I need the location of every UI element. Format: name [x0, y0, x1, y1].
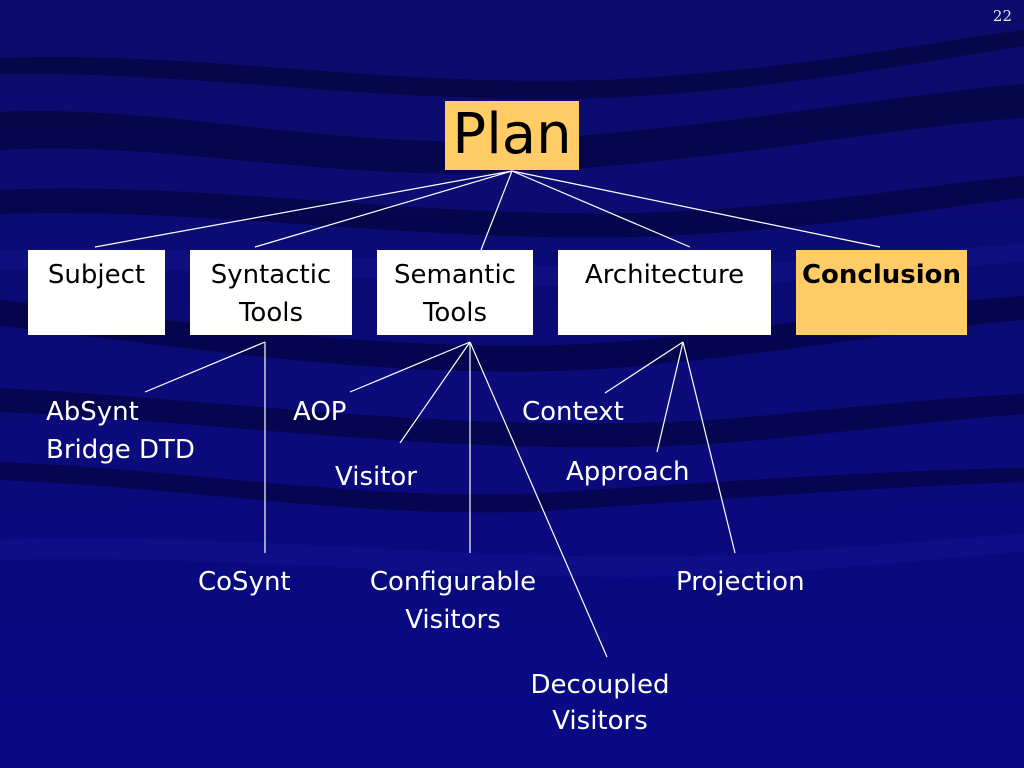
connector-plan-architecture — [511, 170, 691, 248]
leaf-label: CoSynt — [198, 567, 291, 597]
connector-plan-semantic-tools — [480, 170, 513, 251]
leaf-decoupled-visitors: Decoupled Visitors — [500, 667, 700, 739]
connector-semantic-aop — [349, 341, 471, 393]
leaf-configurable-visitors: Configurable Visitors — [353, 563, 553, 639]
wave-band — [0, 296, 1024, 372]
connector-semantic-visitor — [399, 341, 471, 444]
branch-box-subject: Subject — [28, 250, 165, 335]
leaf-context: Context — [522, 393, 624, 431]
connector-architecture-context — [604, 341, 684, 394]
branch-label-line2: Tools — [422, 298, 488, 328]
branch-label-line2: Tools — [238, 298, 304, 328]
branch-box-semantic-tools: Semantic Tools — [377, 250, 533, 335]
leaf-label: Context — [522, 397, 624, 427]
leaf-label-line1: Decoupled — [530, 670, 670, 700]
leaf-approach: Approach — [566, 453, 690, 491]
connector-syntactic-absynt — [144, 341, 266, 393]
wave-band — [0, 30, 1024, 99]
leaf-projection: Projection — [676, 563, 805, 601]
connector-plan-syntactic-tools — [254, 170, 513, 248]
branch-box-architecture: Architecture — [558, 250, 771, 335]
page-number: 22 — [992, 7, 1012, 25]
wave-band — [0, 84, 1024, 174]
connector-semantic-decoupled — [469, 341, 608, 658]
branch-label: Conclusion — [801, 260, 962, 290]
leaf-label-line2: Bridge DTD — [46, 435, 195, 465]
leaf-label-line2: Visitors — [405, 605, 501, 635]
connector-plan-subject — [94, 170, 513, 248]
branch-label-line1: Semantic — [394, 260, 516, 290]
leaf-label: AOP — [293, 397, 347, 427]
connector-architecture-projection — [682, 341, 736, 554]
wave-band — [0, 176, 1024, 238]
branch-label: Architecture — [584, 260, 745, 290]
leaf-absynt-bridge-dtd: AbSynt Bridge DTD — [46, 393, 195, 469]
wave-highlight — [0, 534, 1024, 577]
branch-label: Subject — [47, 260, 146, 290]
leaf-label: Approach — [566, 457, 690, 487]
leaf-visitor: Visitor — [335, 458, 417, 496]
leaf-label-line2: Visitors — [552, 706, 648, 736]
root-node: Plan — [445, 101, 579, 170]
branch-label-line1: Syntactic — [210, 260, 332, 290]
branch-box-conclusion: Conclusion — [796, 250, 967, 335]
branch-box-syntactic-tools: Syntactic Tools — [190, 250, 352, 335]
connector-plan-conclusion — [511, 170, 881, 248]
leaf-cosynt: CoSynt — [198, 563, 291, 601]
wave-band — [0, 462, 1024, 513]
wave-band — [0, 388, 1024, 448]
connector-architecture-approach — [656, 341, 684, 453]
leaf-label: Projection — [676, 567, 805, 597]
root-label: Plan — [452, 102, 572, 167]
leaf-label-line1: Configurable — [369, 567, 537, 597]
leaf-aop: AOP — [293, 393, 346, 431]
leaf-label-line1: AbSynt — [46, 397, 139, 427]
leaf-label: Visitor — [335, 462, 417, 492]
